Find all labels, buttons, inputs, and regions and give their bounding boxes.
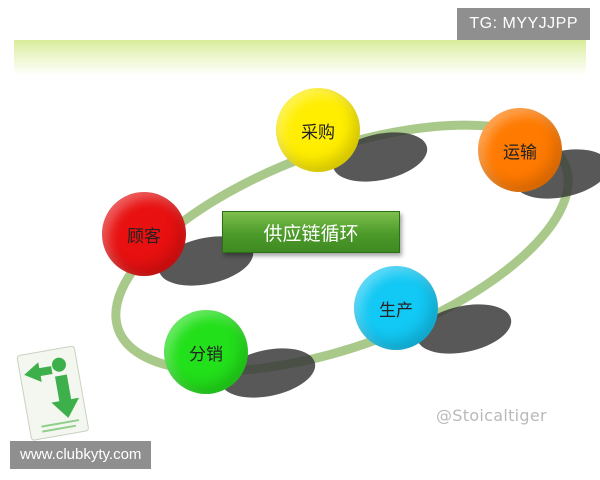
- node-procurement: 采购: [276, 88, 360, 172]
- channel-badge: TG: MYYJJPP: [457, 8, 590, 40]
- node-distribution-label: 分销: [189, 344, 223, 365]
- node-customer-label: 顾客: [127, 226, 161, 247]
- center-title-box: 供应链循环: [222, 211, 400, 253]
- node-transport-label: 运输: [503, 142, 537, 163]
- watermark-text: @Stoicaltiger: [436, 406, 547, 425]
- info-card-icon: [16, 345, 89, 441]
- node-distribution: 分销: [164, 310, 248, 394]
- node-transport: 运输: [478, 108, 562, 192]
- node-procurement-label: 采购: [301, 122, 335, 143]
- node-production-label: 生产: [379, 300, 413, 321]
- node-production: 生产: [354, 266, 438, 350]
- center-title-text: 供应链循环: [263, 222, 359, 245]
- node-customer: 顾客: [102, 192, 186, 276]
- site-url-badge: www.clubkyty.com: [10, 441, 152, 469]
- header-gradient-band: [14, 40, 586, 76]
